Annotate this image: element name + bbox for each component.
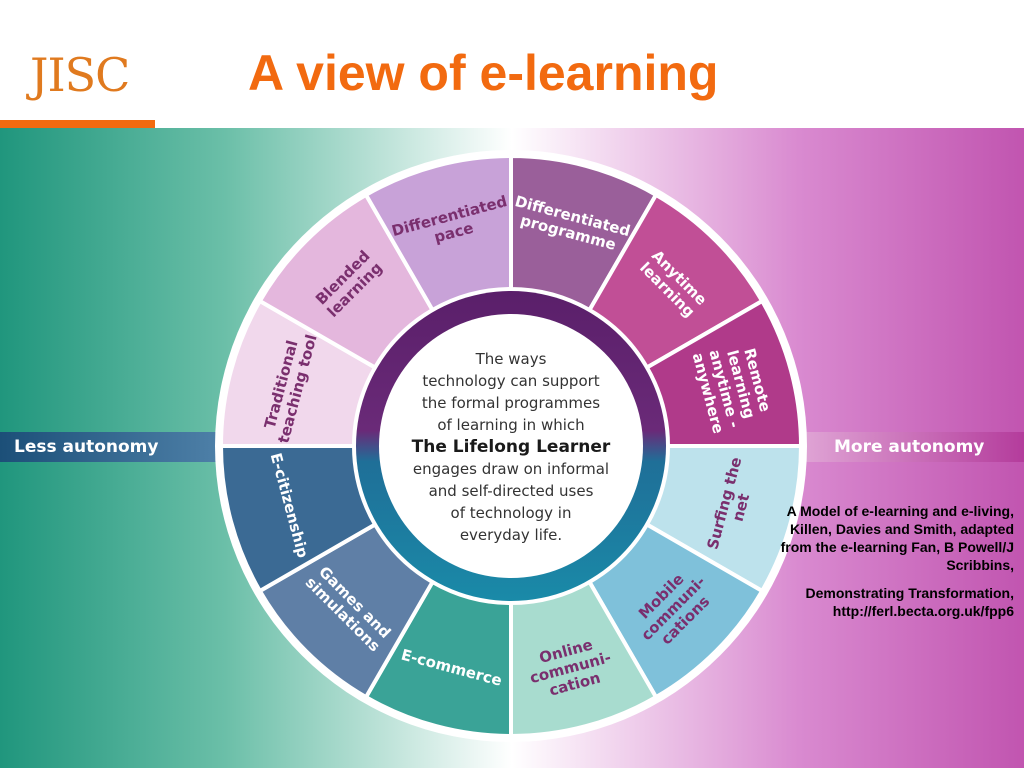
center-text-line: technology can support	[422, 372, 599, 390]
center-text-line: of technology in	[451, 504, 572, 522]
accent-bar	[0, 120, 155, 128]
segment-label-remote-learning: Remotelearninganytime -anywhere	[689, 338, 777, 436]
caption-line: Demonstrating Transformation,	[805, 585, 1014, 601]
caption-line: http://ferl.becta.org.uk/fpp6	[832, 603, 1014, 619]
center-highlight: The Lifelong Learner	[412, 437, 611, 457]
page-title: A view of e-learning	[248, 45, 719, 101]
e-learning-wheel: DifferentiatedprogrammeAnytimelearningRe…	[215, 150, 807, 742]
center-text-line: everyday life.	[460, 526, 562, 544]
center-disc	[379, 314, 643, 578]
source-caption: A Model of e-learning and e-living, Kille…	[714, 502, 1014, 630]
caption-reference: Demonstrating Transformation, http://ferl…	[714, 584, 1014, 620]
diagram-panel: Less autonomy More autonomy Differentiat…	[0, 128, 1024, 768]
caption-line: Killen, Davies and Smith, adapted	[789, 521, 1014, 537]
caption-line: from the e-learning Fan, B Powell/J	[780, 539, 1014, 555]
caption-line: A Model of e-learning and e-living,	[786, 503, 1014, 519]
jisc-logo: JISC	[30, 48, 130, 102]
center-text-line: and self-directed uses	[429, 482, 594, 500]
header: JISC A view of e-learning	[0, 0, 1024, 128]
more-autonomy-label: More autonomy	[800, 432, 1024, 462]
less-autonomy-label: Less autonomy	[0, 432, 220, 462]
center-text-line: engages draw on informal	[413, 460, 609, 478]
center-text-line: The ways	[475, 350, 547, 368]
center-text-line: the formal programmes	[422, 394, 600, 412]
caption-line: Scribbins,	[946, 557, 1014, 573]
center-text-line: of learning in which	[437, 416, 584, 434]
segment-differentiated-pace	[363, 153, 513, 313]
caption-citation: A Model of e-learning and e-living, Kille…	[714, 502, 1014, 574]
